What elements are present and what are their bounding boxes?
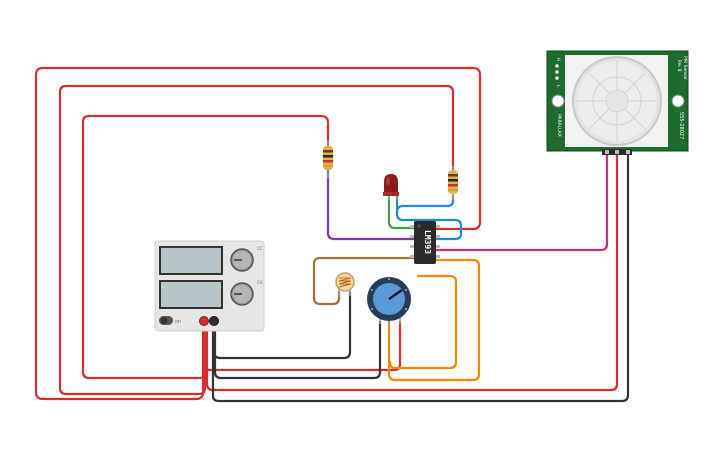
wire-blue-2[interactable] <box>395 194 455 214</box>
wire-red-pir-vcc[interactable] <box>205 150 619 392</box>
psu-switch-label: on <box>175 319 181 325</box>
power-supply[interactable]: CC CV on <box>154 240 265 332</box>
wire-black-pot[interactable] <box>213 320 382 380</box>
psu-display-bottom <box>159 280 223 309</box>
chip-label: LM393 <box>423 230 432 254</box>
wire-magenta[interactable] <box>434 150 609 252</box>
red-led[interactable] <box>383 174 399 200</box>
pir-sensor[interactable]: H L PARALLAX PIR Sensor Rev B 555-28027 <box>546 50 689 155</box>
wire-orange-1[interactable] <box>387 258 481 382</box>
pir-pin-header[interactable] <box>602 149 632 155</box>
resistor-left[interactable] <box>323 140 333 178</box>
pir-brand: PARALLAX <box>556 114 562 137</box>
psu-knob-label-top: CC <box>257 246 263 251</box>
wire-black-pir-gnd[interactable] <box>211 150 630 403</box>
wire-purple[interactable] <box>326 168 416 241</box>
psu-display-top <box>159 246 223 275</box>
psu-knob-top[interactable] <box>230 248 254 272</box>
psu-power-switch[interactable] <box>159 316 173 325</box>
psu-terminal-positive[interactable] <box>199 316 209 326</box>
pot-pointer <box>388 288 403 301</box>
pir-part-number: 555-28027 <box>678 112 684 139</box>
pir-mount-hole-left <box>551 94 565 108</box>
psu-terminal-negative[interactable] <box>209 316 219 326</box>
pir-title-line2: Rev B <box>677 60 682 72</box>
wire-red-outer[interactable] <box>34 66 482 401</box>
pir-title-line1: PIR Sensor <box>682 56 688 80</box>
wire-brown[interactable] <box>312 256 416 306</box>
photoresistor[interactable] <box>335 272 355 296</box>
wire-orange-2[interactable] <box>388 274 458 370</box>
psu-knob-label-bottom: CV <box>257 280 263 285</box>
wire-blue-1[interactable] <box>395 193 463 241</box>
pir-mount-hole-right <box>671 94 685 108</box>
wire-green[interactable] <box>387 193 416 230</box>
wire-red-pot[interactable] <box>202 320 402 372</box>
pir-pin-mark-l: L <box>556 85 561 88</box>
wire-red-inner[interactable] <box>81 114 330 380</box>
lm393-chip[interactable]: LM393 <box>410 221 440 264</box>
potentiometer[interactable] <box>367 277 411 324</box>
pir-pin-mark-h: H <box>556 58 561 61</box>
resistor-right[interactable] <box>448 166 458 200</box>
wire-red-middle[interactable] <box>58 84 455 396</box>
psu-knob-bottom[interactable] <box>230 282 254 306</box>
